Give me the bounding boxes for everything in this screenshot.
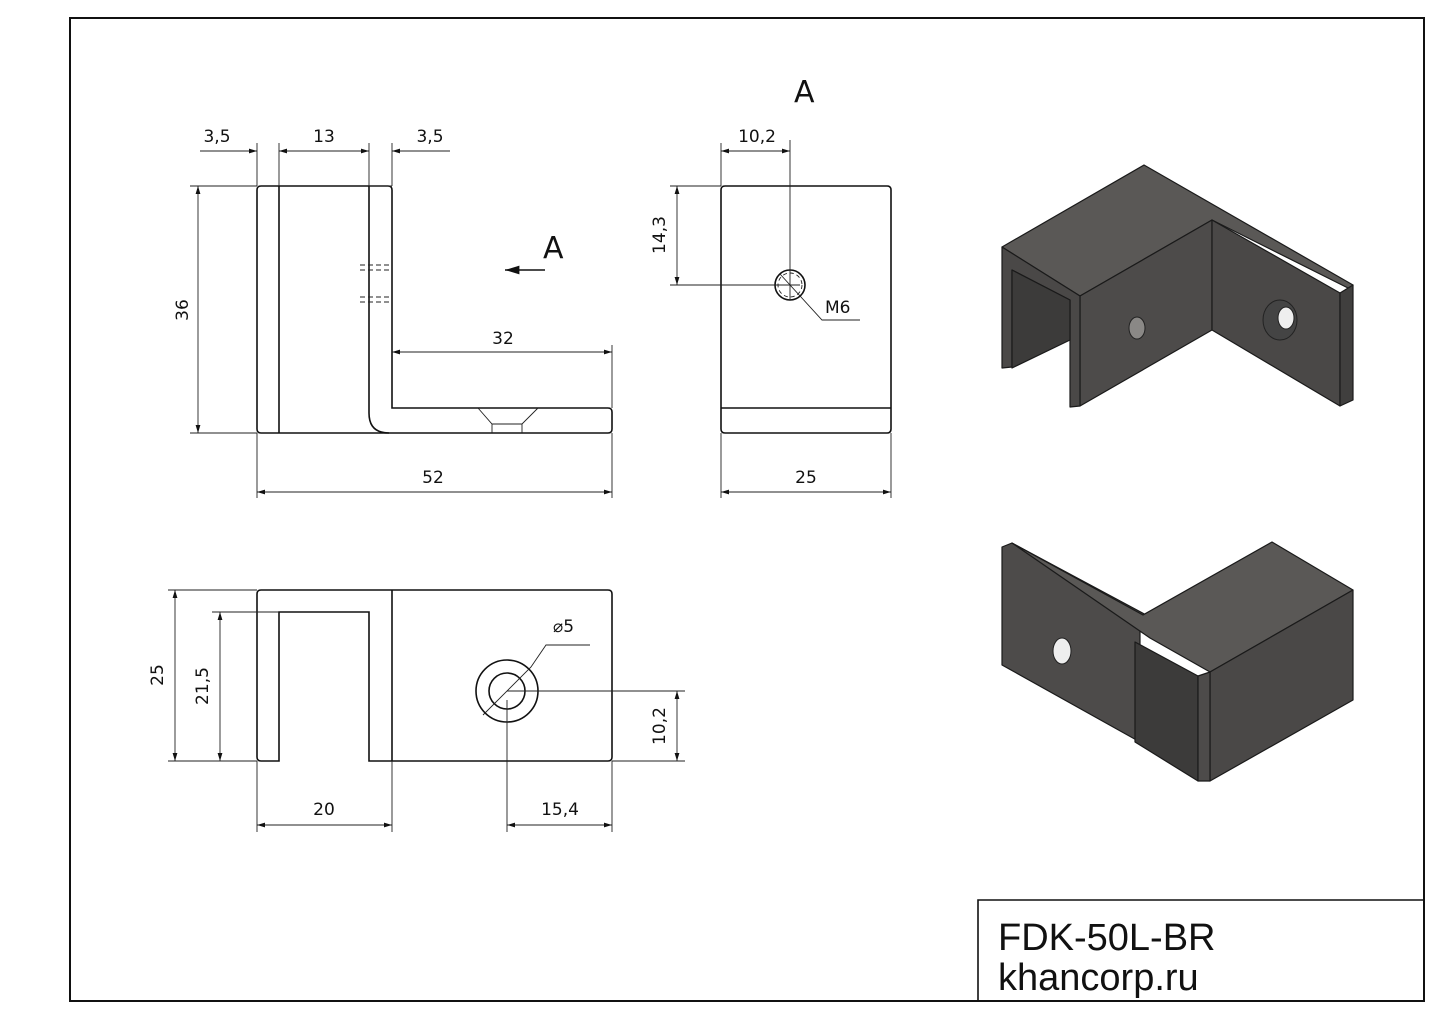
dim-base-length: 32 (492, 329, 514, 349)
isometric-render-bottom (1001, 541, 1354, 782)
front-view: 3,5 13 3,5 36 32 52 A (173, 127, 613, 498)
dim-slot-width: 20 (313, 800, 335, 820)
top-view: ⌀5 25 21,5 20 15,4 10,2 (148, 589, 685, 832)
dim-left-wall: 3,5 (203, 127, 230, 147)
dim-width: 25 (795, 468, 817, 488)
website: khancorp.ru (998, 957, 1199, 999)
dim-right-wall: 3,5 (416, 127, 443, 147)
dim-thread: M6 (825, 298, 850, 318)
sheet-border (69, 17, 1425, 1002)
dim-hole-offset-y: 10,2 (650, 707, 670, 745)
dim-total-length: 52 (422, 468, 444, 488)
dim-height: 36 (173, 299, 193, 321)
dim-slot-depth: 21,5 (193, 667, 213, 705)
dim-gap: 13 (313, 127, 335, 147)
view-arrow-label: A (543, 231, 564, 266)
title-block: FDK-50L-BR khancorp.ru (977, 899, 1424, 1001)
dim-top-width: 25 (148, 664, 168, 686)
isometric-render-top (1001, 164, 1354, 408)
section-label: A (794, 75, 815, 110)
dim-hole-y: 14,3 (650, 216, 670, 254)
dim-hole-offset-x: 15,4 (541, 800, 579, 820)
dim-hole-x: 10,2 (738, 127, 776, 147)
side-view: A 10,2 14,3 M6 25 (650, 75, 892, 498)
part-number: FDK-50L-BR (998, 917, 1216, 959)
dim-hole-diameter: ⌀5 (553, 617, 574, 637)
